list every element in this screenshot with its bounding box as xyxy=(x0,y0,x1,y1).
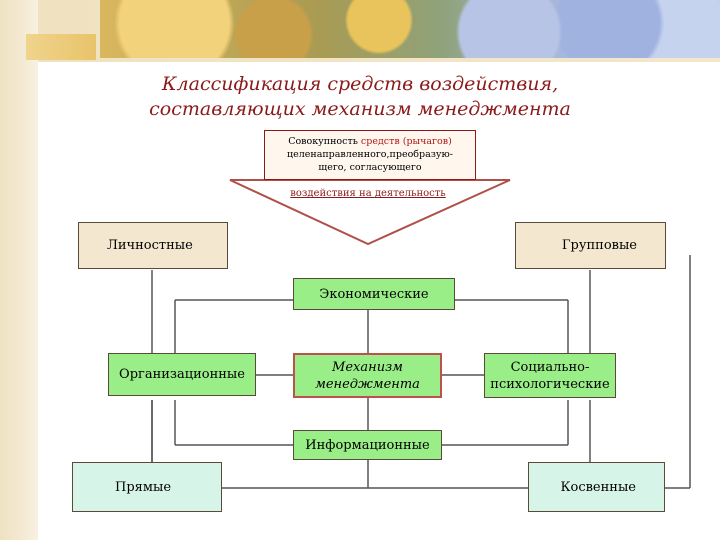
decorative-side-strip xyxy=(0,0,38,540)
box-informational: Информационные xyxy=(293,430,442,460)
note-text-1: Совокупность xyxy=(288,136,361,147)
box-organizational: Организационные xyxy=(108,353,256,396)
down-arrow-shape xyxy=(229,179,511,246)
definition-note: Совокупность средств (рычагов) целенапра… xyxy=(264,130,476,180)
note-text-3: щего, согласующего xyxy=(318,162,422,173)
arrow-label: воздействия на деятельность xyxy=(290,188,446,199)
title-line-2: составляющих механизм менеджмента xyxy=(149,98,571,120)
slide-title: Классификация средств воздействия, соста… xyxy=(0,72,720,122)
decorative-photo-thumb xyxy=(26,34,96,60)
box-group: Групповые xyxy=(515,222,666,269)
decorative-photo-strip xyxy=(100,0,720,58)
box-economic: Экономические xyxy=(293,278,455,310)
box-direct: Прямые xyxy=(72,462,222,512)
box-indirect: Косвенные xyxy=(528,462,665,512)
note-text-highlight: средств (рычагов) xyxy=(360,136,452,147)
box-personal: Личностные xyxy=(78,222,228,269)
box-mechanism: Механизм менеджмента xyxy=(293,353,442,398)
box-social: Социально-психологические xyxy=(484,353,616,398)
title-line-1: Классификация средств воздействия, xyxy=(161,73,559,95)
note-text-2: целенаправленного,преобразую- xyxy=(286,149,454,160)
